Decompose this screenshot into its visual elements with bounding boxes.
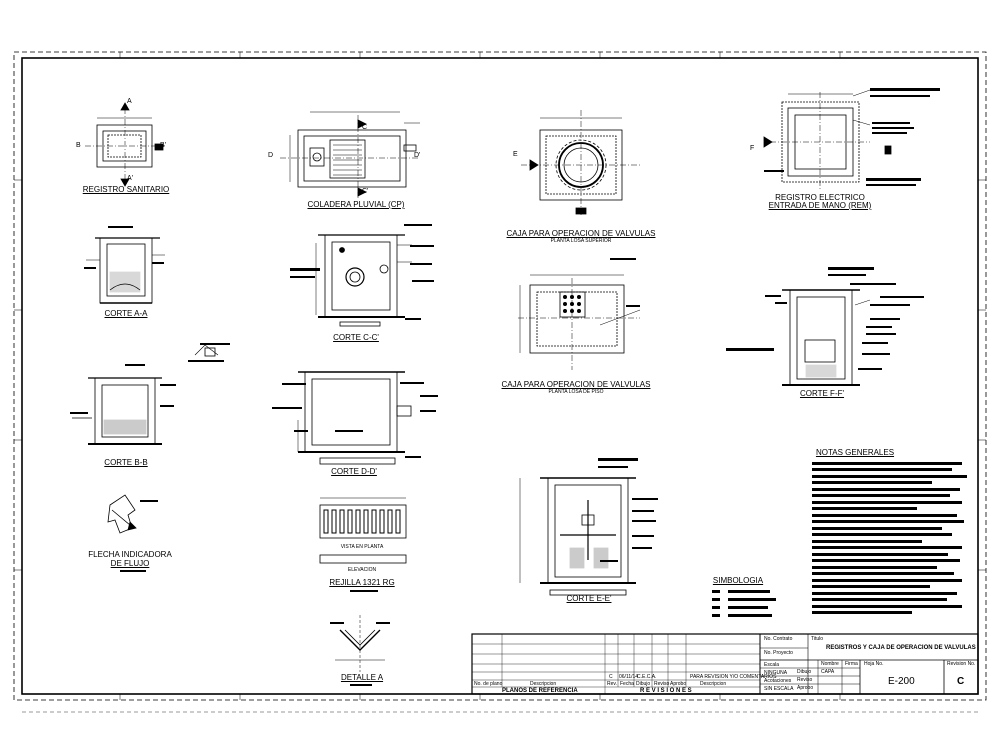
section-mark-d: D — [268, 152, 274, 159]
label-elevacion: ELEVACION — [347, 567, 377, 573]
tb-no-contrato: No. Contrato — [764, 636, 793, 642]
section-mark-e: E — [513, 151, 518, 158]
label-flecha-2: DE FLUJO — [110, 559, 150, 568]
registro-electrico-plan — [763, 89, 892, 190]
label-detalle-a: DETALLE A — [340, 673, 384, 682]
section-mark-b: B — [76, 142, 81, 149]
tb-rev-header-fecha: Fecha — [620, 681, 634, 687]
label-caja-superior: CAJA PARA OPERACION DE VALVULAS — [506, 229, 656, 238]
tb-rev-header-descripcion: Descripcion — [700, 681, 727, 687]
border-ticks — [14, 52, 986, 700]
tb-rev-row-no: C — [609, 674, 613, 680]
tb-titulo-label: Titulo — [811, 636, 824, 642]
label-rejilla: REJILLA 1321 RG — [329, 578, 395, 587]
section-mark-b-prime: B' — [160, 142, 167, 149]
tb-no-proyecto: No. Proyecto — [764, 650, 793, 656]
label-corte-ee: CORTE E-E' — [566, 594, 612, 603]
caja-piso-callouts — [610, 258, 640, 307]
tb-titulo: REGISTROS Y CAJA DE OPERACION DE VALVULA… — [826, 645, 976, 651]
section-mark-a: A — [127, 98, 132, 105]
corte-bb-callouts — [70, 343, 230, 414]
notas-generales-text — [812, 462, 967, 614]
caja-valvulas-losa-superior — [521, 110, 640, 215]
corte-dd — [297, 371, 412, 465]
section-mark-f: F — [750, 145, 755, 152]
section-mark-d-prime: D' — [414, 152, 421, 159]
corte-bb — [72, 344, 219, 445]
tb-acot-val: SIN ESCALA — [764, 686, 794, 692]
tb-nombre: Nombre — [821, 661, 839, 667]
flecha-callouts — [120, 500, 158, 572]
tb-rev-header-reviso: Reviso — [654, 681, 670, 687]
label-corte-cc: CORTE C-C' — [333, 333, 379, 342]
corte-ee — [519, 477, 636, 596]
corte-aa-callouts — [84, 226, 164, 269]
tb-rev-row-fecha: 06/11/14 — [619, 674, 639, 680]
tb-aprobo: Aprobo — [797, 685, 814, 691]
tb-nombre-val: CAPA — [821, 669, 835, 675]
tb-rev-header-dibujo: Dibujo — [636, 681, 651, 687]
label-notas-generales: NOTAS GENERALES — [815, 448, 895, 457]
label-flecha-1: FLECHA INDICADORA — [88, 550, 172, 559]
label-caja-piso-sub: PLANTA LOSA DE PISO — [548, 389, 604, 395]
label-registro-electrico-2: ENTRADA DE MANO (REM) — [768, 201, 872, 210]
tb-revisiones: R E V I S I O N E S — [640, 688, 692, 694]
label-coladera-pluvial: COLADERA PLUVIAL (CP) — [307, 200, 405, 209]
detalle-callouts — [330, 622, 390, 686]
label-simbologia: SIMBOLOGIA — [712, 576, 764, 585]
tb-reviso: Reviso — [797, 677, 813, 683]
tb-acotaciones: Acotaciones — [764, 678, 792, 684]
simbologia-list — [712, 590, 776, 617]
tb-hoja: E-200 — [888, 676, 915, 687]
flecha-indicadora — [107, 494, 137, 534]
corte-dd-callouts — [272, 382, 438, 458]
coladera-pluvial-plan — [280, 111, 420, 200]
rejilla-plan — [319, 497, 407, 564]
corte-ff — [782, 289, 871, 386]
label-caja-piso: CAJA PARA OPERACION DE VALVULAS — [501, 380, 651, 389]
label-corte-ff: CORTE F-F' — [799, 389, 845, 398]
rejilla-callouts — [350, 590, 378, 592]
section-mark-a-prime: A' — [127, 175, 134, 182]
tb-escala-val: NINGUNA — [764, 670, 788, 676]
tb-dibujo: Dibujo — [797, 669, 812, 675]
detalle-a — [335, 615, 385, 672]
label-corte-aa: CORTE A-A — [104, 309, 148, 318]
label-registro-sanitario: REGISTRO SANITARIO — [82, 185, 170, 194]
corte-cc — [315, 234, 412, 327]
tb-revision-label: Revision No. — [947, 661, 976, 667]
tb-rev-row-code: C.E.C.A. — [637, 674, 657, 680]
corte-aa — [86, 237, 165, 304]
rem-callouts — [764, 88, 940, 186]
label-registro-electrico-1: REGISTRO ELECTRICO — [775, 193, 865, 202]
tb-descripcion: Descripcion — [530, 681, 557, 687]
tb-rev-header-rev: Rev. — [607, 681, 617, 687]
tb-hoja-label: Hoja No. — [864, 661, 884, 667]
caja-valvulas-losa-piso — [518, 274, 641, 370]
corte-ff-callouts — [726, 267, 924, 370]
tb-firma: Firma — [845, 661, 858, 667]
tb-rev-row-desc: PARA REVISION Y/O COMENTARIOS — [690, 674, 777, 680]
title-block-lines — [471, 633, 979, 695]
tb-planos-referencia: PLANOS DE REFERENCIA — [502, 688, 578, 694]
tb-no-plano: No. de plano — [474, 681, 503, 687]
registro-sanitario-plan — [85, 102, 165, 187]
label-caja-superior-sub: PLANTA LOSA SUPERIOR — [550, 238, 612, 244]
corte-cc-callouts — [290, 224, 434, 320]
section-mark-c: C — [362, 124, 368, 131]
tb-rev-header-aprobo: Aprobo — [670, 681, 687, 687]
tb-escala: Escala — [764, 662, 780, 668]
label-corte-dd: CORTE D-D' — [331, 467, 377, 476]
corte-ee-callouts — [598, 458, 658, 562]
tb-revision: C — [957, 676, 965, 687]
label-corte-bb: CORTE B-B — [104, 458, 148, 467]
label-vista-planta: VISTA EN PLANTA — [340, 544, 384, 550]
section-mark-c-prime: C' — [362, 188, 369, 195]
